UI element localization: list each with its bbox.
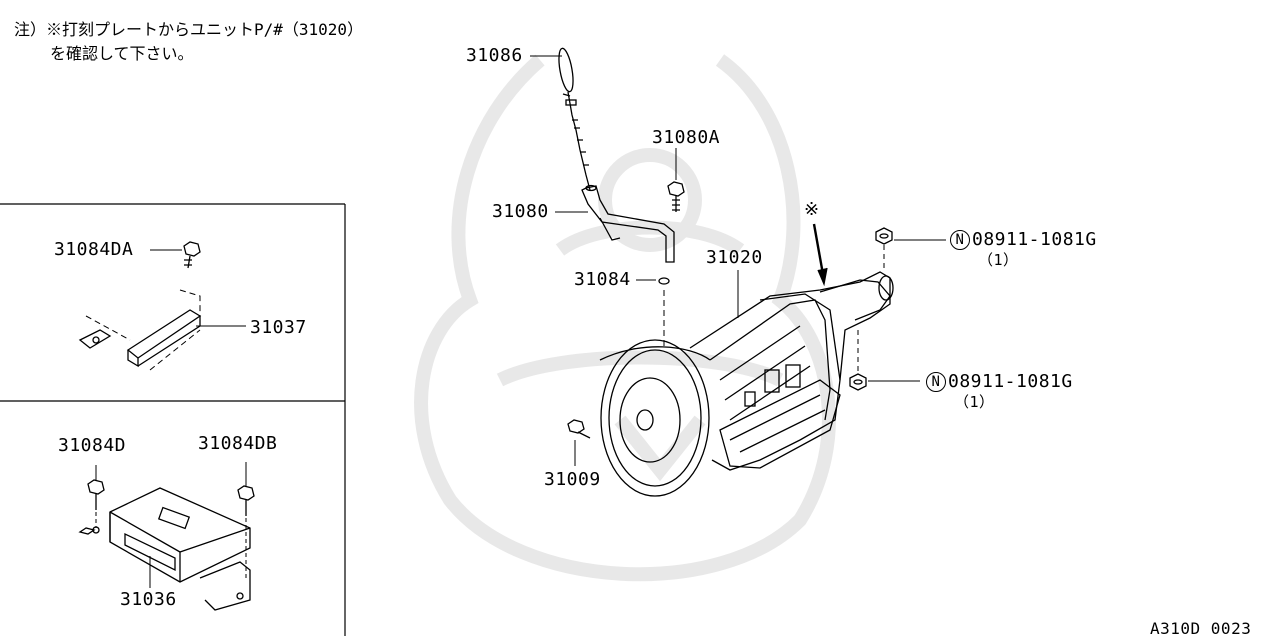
bracket-icon <box>78 241 246 371</box>
part-label-31020[interactable]: 31020 <box>706 247 763 268</box>
panel-frames <box>0 203 346 636</box>
part-label-31080a[interactable]: 31080A <box>652 127 721 148</box>
asterisk-mark: ※ <box>804 199 820 220</box>
nut-icon-top <box>875 227 946 245</box>
nut-bottom-part-number: 08911-1081G <box>948 371 1073 392</box>
part-label-31084d[interactable]: 31084D <box>58 435 127 456</box>
filler-tube-icon <box>555 184 675 263</box>
diagram-code: A310D 0023 <box>1150 619 1252 638</box>
nut-icon-bottom <box>849 373 920 391</box>
n-symbol-icon: N <box>926 372 946 392</box>
watermark-emblem <box>414 54 836 582</box>
part-label-31037[interactable]: 31037 <box>250 317 307 338</box>
nut-top-quantity: （1） <box>978 251 1019 269</box>
transmission-icon <box>599 223 894 497</box>
nut-top-part-number: 08911-1081G <box>972 229 1097 250</box>
part-label-31084da[interactable]: 31084DA <box>54 239 134 260</box>
n-symbol-icon: N <box>950 230 970 250</box>
dipstick-icon <box>530 47 591 191</box>
note-line-1: 注）※打刻プレートからユニットP/#（31020） <box>14 20 364 39</box>
o-ring-icon <box>636 277 670 350</box>
part-label-31009[interactable]: 31009 <box>544 469 601 490</box>
nut-bottom-quantity: （1） <box>954 393 995 411</box>
part-label-31080[interactable]: 31080 <box>492 201 549 222</box>
part-label-31086[interactable]: 31086 <box>466 45 523 66</box>
part-label-31084db[interactable]: 31084DB <box>198 433 278 454</box>
part-label-31036[interactable]: 31036 <box>120 589 177 610</box>
bolt-icon-31080a <box>667 148 685 212</box>
note-line-2: を確認して下さい。 <box>50 44 194 63</box>
bolt-icon-31009 <box>567 419 591 466</box>
part-label-31084[interactable]: 31084 <box>574 269 631 290</box>
control-unit-icon <box>78 462 255 611</box>
